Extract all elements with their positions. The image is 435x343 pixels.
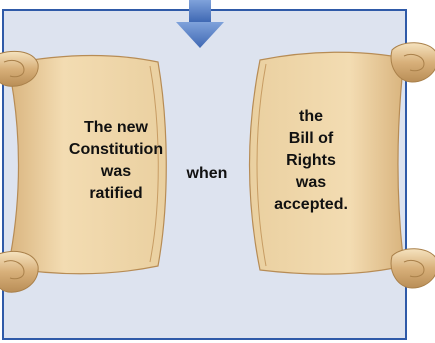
right-line-3: Rights (286, 152, 336, 169)
left-line-4: ratified (89, 185, 143, 202)
right-line-5: accepted. (274, 196, 348, 213)
left-scroll-text: The new Constitution was ratified (58, 117, 174, 205)
right-scroll (248, 42, 435, 289)
left-line-3: was (100, 163, 132, 180)
right-line-4: was (295, 174, 327, 191)
down-arrow-icon (176, 0, 224, 48)
right-line-1: the (299, 108, 323, 125)
connector-word: when (186, 165, 228, 182)
left-line-1: The new (83, 119, 148, 136)
left-scroll (0, 50, 167, 293)
right-scroll-text: the Bill of Rights was accepted. (256, 106, 366, 216)
right-line-2: Bill of (288, 130, 334, 147)
left-line-2: Constitution (68, 141, 164, 158)
